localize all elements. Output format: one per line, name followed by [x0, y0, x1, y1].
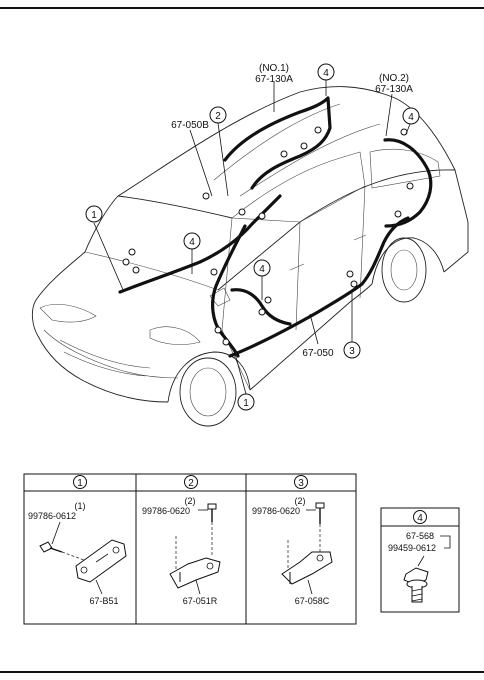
callout-3-sill: 3	[343, 341, 361, 359]
svg-text:1: 1	[243, 398, 249, 409]
callout-4-door: 4	[253, 259, 271, 277]
detail-panel-3: 3 (2) 99786-0620 67-058C	[252, 475, 333, 606]
car-outline	[31, 86, 469, 427]
harness-wires	[118, 96, 433, 358]
bolt-icon	[315, 502, 325, 524]
svg-text:2: 2	[188, 478, 194, 489]
leader-lines	[93, 80, 411, 395]
svg-text:3: 3	[349, 346, 355, 357]
panel-3-bolt-label: 99786-0620	[252, 506, 300, 516]
label-67-050B: 67-050B	[171, 120, 209, 131]
harness-67-050B	[118, 194, 282, 294]
svg-text:4: 4	[408, 112, 414, 123]
panel-4-part-b: 99459-0612	[388, 543, 436, 553]
svg-text:4: 4	[259, 264, 265, 275]
svg-text:2: 2	[215, 111, 221, 122]
svg-text:1: 1	[91, 210, 97, 221]
detail-table	[23, 473, 357, 625]
detail-panel-1: 1 (1) 99786-0612 67-B51	[28, 475, 127, 606]
detail-panel-2: 2 (2) 99786-0620 67-051R	[142, 475, 221, 606]
harness-clips	[122, 126, 414, 346]
bracket-67-B51-icon	[75, 539, 127, 583]
callout-1-kick: 1	[237, 393, 255, 411]
svg-text:3: 3	[298, 478, 304, 489]
label-67-130A-no2: 67-130A	[375, 84, 413, 95]
svg-text:4: 4	[323, 68, 329, 79]
label-no1: (NO.1)	[259, 63, 289, 74]
svg-text:4: 4	[189, 237, 195, 248]
panel-2-part: 67-051R	[183, 596, 218, 606]
svg-text:1: 1	[77, 478, 83, 489]
harness-67-130A-no1	[223, 96, 332, 190]
label-67-130A-no1: 67-130A	[255, 74, 293, 85]
label-no2: (NO.2)	[379, 73, 409, 84]
callout-4-dash: 4	[183, 232, 201, 250]
panel-1-qty: (1)	[75, 501, 86, 511]
panel-4-part-a: 67-568	[406, 531, 434, 541]
label-67-050: 67-050	[302, 348, 334, 359]
bracket-67-051R-icon	[169, 557, 221, 589]
bracket-67-058C-icon	[281, 551, 333, 585]
detail-panel-4: 4 67-568 99459-0612	[380, 507, 460, 613]
callout-2-pillar: 2	[209, 106, 227, 124]
callout-1-front: 1	[85, 205, 103, 223]
panel-1-part: 67-B51	[89, 596, 118, 606]
panel-2-bolt-label: 99786-0620	[142, 506, 190, 516]
harness-67-130A-no2	[383, 138, 433, 228]
bolt-icon	[39, 541, 63, 553]
harness-front	[211, 224, 247, 358]
callout-4-roof: 4	[317, 63, 335, 81]
callout-4-rear: 4	[402, 107, 420, 125]
panel-3-part: 67-058C	[295, 596, 330, 606]
panel-3-qty: (2)	[295, 496, 306, 506]
bolt-icon	[207, 503, 217, 522]
grommet-bolt-icon	[403, 567, 429, 603]
harness-door	[230, 288, 292, 326]
svg-text:4: 4	[417, 513, 423, 524]
panel-1-bolt-label: 99786-0612	[28, 511, 76, 521]
panel-2-qty: (2)	[185, 496, 196, 506]
harness-67-050	[228, 216, 410, 358]
